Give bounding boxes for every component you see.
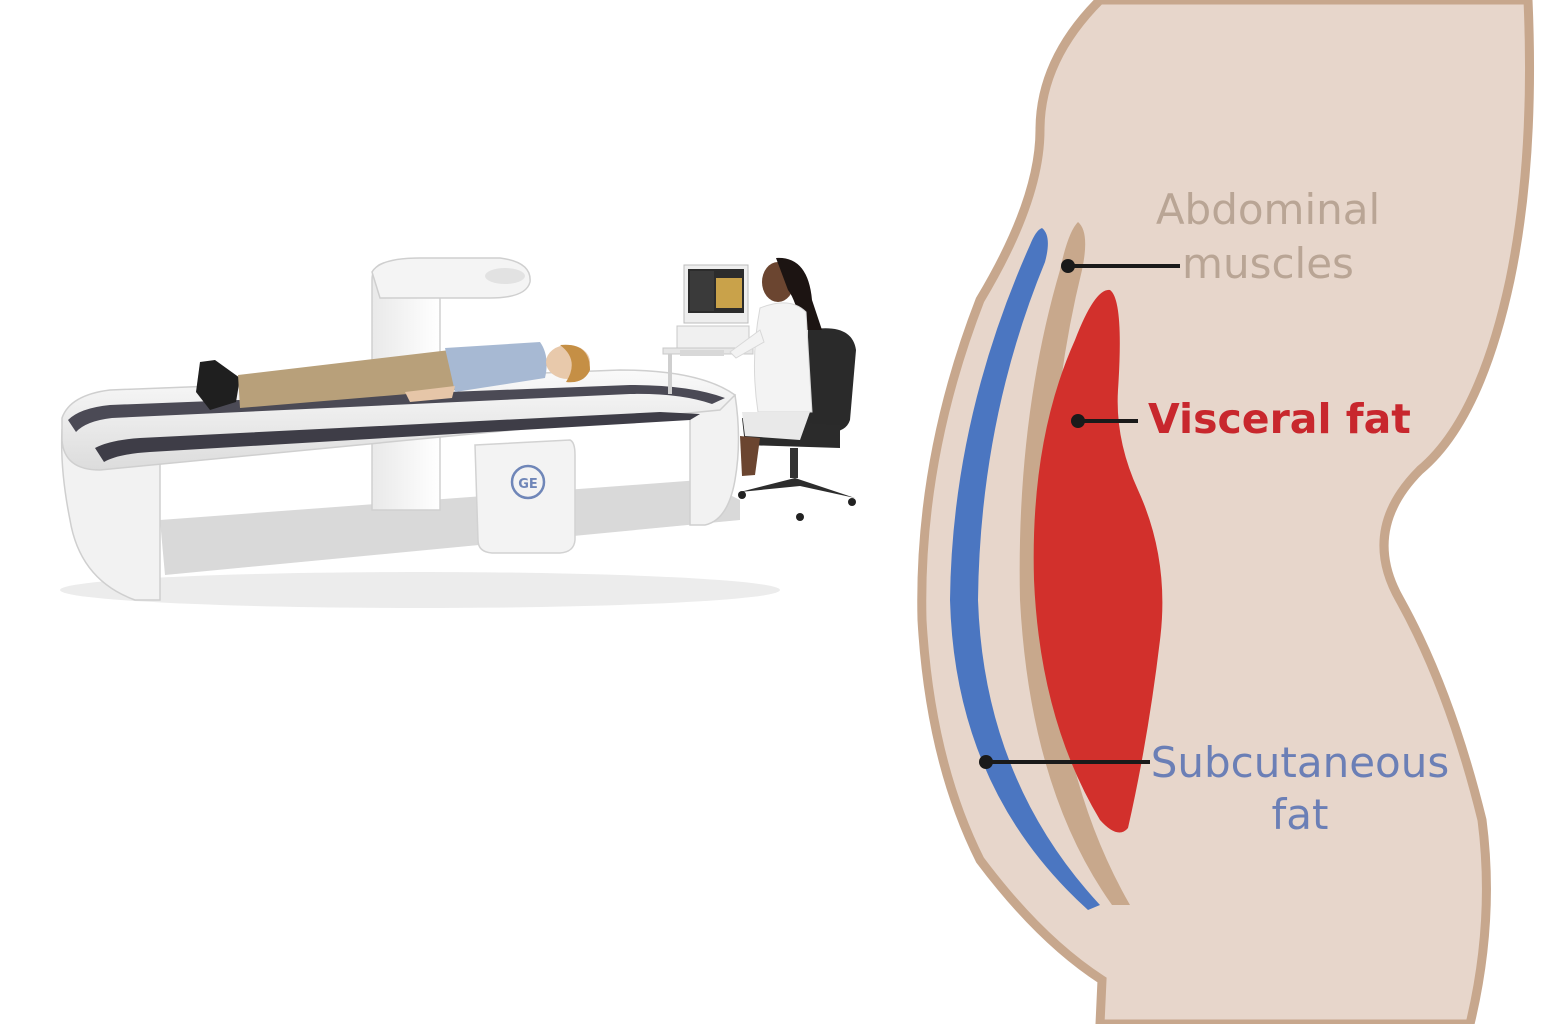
chair-base: [740, 478, 855, 498]
chair-back: [806, 328, 856, 432]
operator: [729, 257, 822, 476]
monitor-scan-pane: [690, 271, 714, 311]
subcutaneous-fat-layer: [950, 228, 1100, 910]
leader-dot-visceral: [1071, 414, 1085, 428]
scanner-base: [160, 480, 740, 575]
operator-legs: [742, 412, 810, 440]
keyboard: [680, 350, 724, 356]
table-left-end: [60, 429, 161, 601]
desk-leg: [668, 354, 672, 394]
patient-hand: [405, 386, 455, 402]
patient-shirt: [445, 342, 547, 392]
visceral-fat-region: [1033, 289, 1163, 833]
patient-trousers: [238, 350, 455, 408]
operator-shin: [740, 436, 760, 476]
operator-hair: [776, 257, 822, 330]
monitor-report-pane: [716, 278, 742, 308]
label-abdominal-muscles-line1: Abdominal: [1156, 185, 1380, 234]
table-right-end: [689, 394, 740, 526]
patient-shoes: [196, 360, 240, 410]
label-subcutaneous-fat-line1: Subcutaneous: [1151, 738, 1450, 787]
operator-arm: [729, 329, 765, 359]
operator-coat: [753, 302, 813, 413]
label-subcutaneous-fat-line2: fat: [1272, 790, 1329, 839]
table-stripe-1: [68, 385, 725, 432]
patient-hair: [560, 344, 590, 383]
arm-detector: [485, 268, 525, 284]
table-stripe-2: [95, 412, 700, 462]
leader-dot-subcutaneous: [979, 755, 993, 769]
chair-post: [790, 448, 798, 478]
abdominal-muscle-layer: [1019, 222, 1130, 905]
leader-dot-muscles: [1061, 259, 1075, 273]
workstation: [662, 264, 754, 394]
label-visceral-fat: Visceral fat: [1148, 395, 1411, 443]
abdomen-diagram: Abdominal muscles Visceral fat Subcutane…: [917, 0, 1535, 1028]
dexa-scanner-scene: GE: [60, 257, 856, 608]
computer-box: [676, 325, 750, 349]
leader-lines: [979, 259, 1180, 769]
floor-shadow: [60, 572, 780, 608]
patient: [196, 342, 590, 410]
label-abdominal-muscles-line2: muscles: [1182, 239, 1354, 288]
svg-text:GE: GE: [518, 477, 538, 492]
ge-logo: GE: [510, 464, 546, 500]
body-silhouette: [917, 0, 1535, 1028]
scanner-arm: [371, 257, 531, 299]
